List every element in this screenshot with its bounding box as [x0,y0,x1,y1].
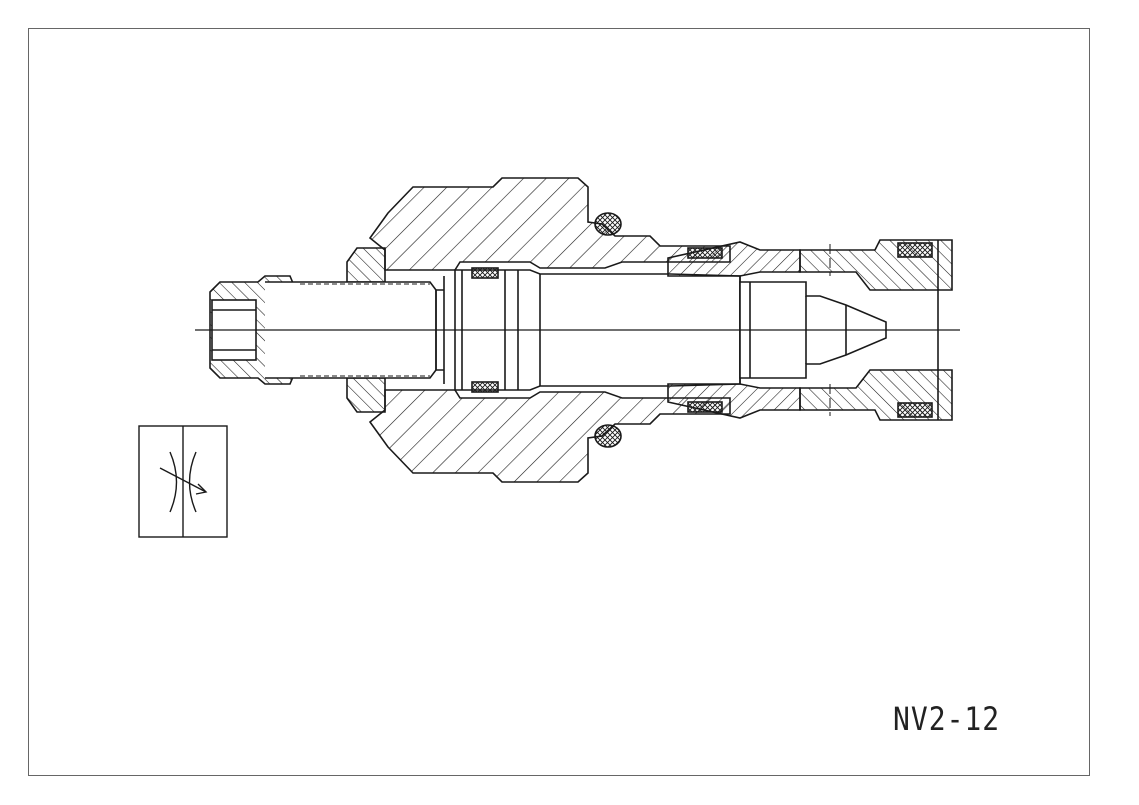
seal-lower-piston [471,381,499,393]
backup-ring-upper [687,247,723,259]
backup-ring-lower [687,401,723,413]
o-ring-lower [594,424,622,448]
o-ring-upper [594,212,622,236]
seal-lower-nose [897,402,933,418]
seal-upper-piston [471,267,499,279]
lock-nut-upper [346,247,386,283]
seal-upper-nose [897,242,933,258]
model-label: NV2-12 [893,700,1001,738]
lock-nut-lower [346,377,386,413]
needle-valve-symbol [138,425,228,538]
drawing-frame [28,28,1090,776]
